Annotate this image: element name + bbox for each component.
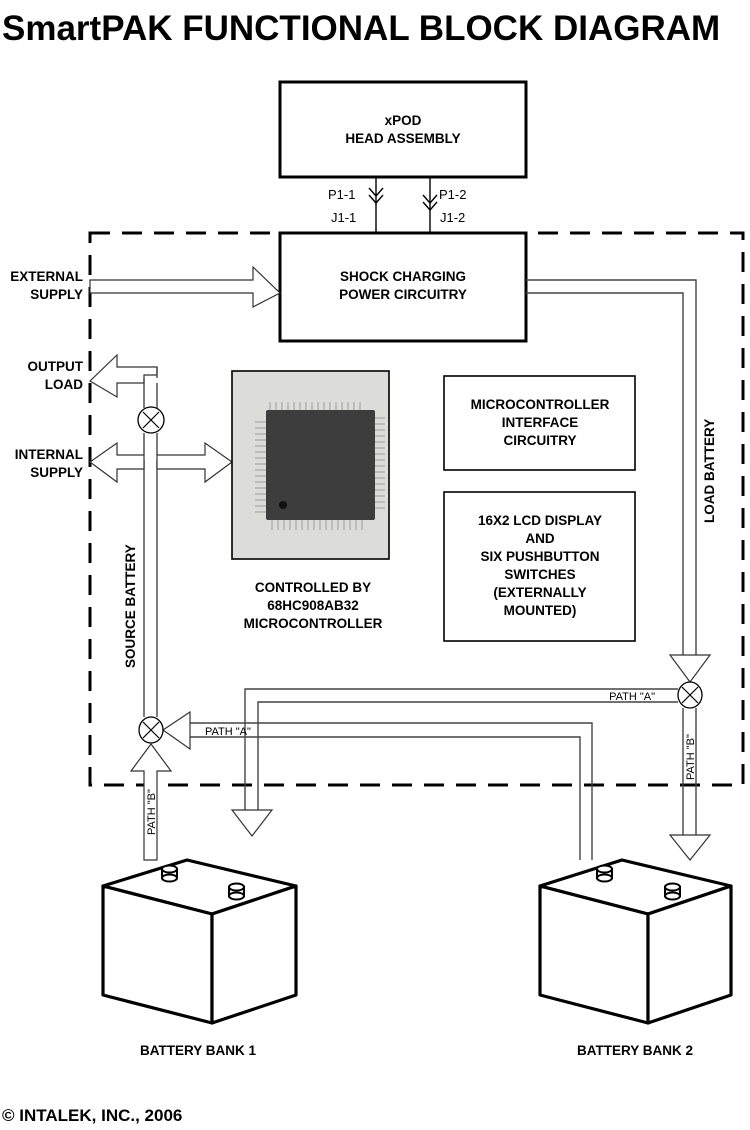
svg-text:16X2 LCD DISPLAY: 16X2 LCD DISPLAY (478, 513, 602, 528)
shock-charging-label: SHOCK CHARGING (340, 269, 466, 284)
svg-text:SWITCHES: SWITCHES (504, 567, 575, 582)
xpod-label: xPOD (385, 113, 422, 128)
xpod-head-assembly-block: xPOD HEAD ASSEMBLY (278, 80, 528, 179)
internal-supply-arrow: INTERNAL SUPPLY (15, 441, 234, 484)
svg-text:AND: AND (525, 531, 554, 546)
path-a-to-bank1: PATH "A" (230, 688, 678, 837)
supply-label: SUPPLY (30, 287, 83, 302)
microcontroller-caption: CONTROLLED BY 68HC908AB32 MICROCONTROLLE… (244, 580, 383, 631)
top-left-mux-junction (137, 383, 165, 455)
connector-p1-j1: P1-1 P1-2 J1-1 J1-2 (328, 177, 466, 233)
source-battery-label: SOURCE BATTERY (123, 544, 138, 668)
path-a-label-right: PATH "A" (609, 691, 655, 703)
path-b-label-right: PATH "B" (685, 734, 697, 780)
p1-1-label: P1-1 (328, 187, 355, 202)
battery-bank-2-label: BATTERY BANK 2 (577, 1043, 693, 1058)
battery-bank-1-label: BATTERY BANK 1 (140, 1043, 257, 1058)
head-assembly-label: HEAD ASSEMBLY (345, 131, 460, 146)
path-b-to-bank2: PATH "B" (668, 708, 712, 861)
p1-2-label: P1-2 (439, 187, 466, 202)
external-label: EXTERNAL (10, 269, 83, 284)
mcu-interface-block: MICROCONTROLLER INTERFACE CIRCUITRY (443, 375, 636, 471)
load-battery-path: LOAD BATTERY (526, 279, 717, 684)
path-b-label-left: PATH "B" (146, 789, 158, 835)
connector-chevron-icon (368, 187, 384, 198)
battery-bank-2-icon: BATTERY BANK 2 (538, 858, 733, 1058)
battery-terminal-icon (664, 882, 681, 901)
power-circuitry-label: POWER CIRCUITRY (339, 287, 467, 302)
svg-text:CIRCUITRY: CIRCUITRY (504, 433, 577, 448)
external-supply-arrow: EXTERNAL SUPPLY (10, 265, 282, 308)
lcd-display-block: 16X2 LCD DISPLAY AND SIX PUSHBUTTON SWIT… (443, 491, 636, 642)
connector-chevron-icon (422, 201, 438, 212)
copyright-notice: © INTALEK, INC., 2006 (2, 1106, 182, 1125)
svg-text:CONTROLLED BY: CONTROLLED BY (255, 580, 371, 595)
output-load-arrow: OUTPUT LOAD (28, 353, 158, 399)
path-a-label-left: PATH "A" (205, 726, 251, 738)
svg-text:(EXTERNALLY: (EXTERNALLY (493, 585, 586, 600)
svg-text:INTERFACE: INTERFACE (502, 415, 579, 430)
shock-charging-block: SHOCK CHARGING POWER CIRCUITRY (278, 231, 528, 343)
svg-text:MICROCONTROLLER: MICROCONTROLLER (471, 397, 610, 412)
connector-chevron-icon (368, 194, 384, 205)
chip-pin1-dot (279, 501, 287, 509)
diagram-title: SmartPAK FUNCTIONAL BLOCK DIAGRAM (2, 9, 720, 48)
internal-supply-label: SUPPLY (30, 465, 83, 480)
path-a-from-bank2: PATH "A" (161, 710, 593, 860)
j1-2-label: J1-2 (440, 210, 465, 225)
j1-1-label: J1-1 (331, 210, 356, 225)
chip-pins (255, 402, 385, 530)
battery-terminal-icon (161, 864, 178, 883)
svg-text:MOUNTED): MOUNTED) (504, 603, 577, 618)
battery-bank-1-icon: BATTERY BANK 1 (101, 858, 298, 1058)
chip-body (266, 410, 375, 520)
battery-terminal-icon (228, 882, 245, 901)
load-battery-label: LOAD BATTERY (702, 419, 717, 523)
left-mux-junction (138, 716, 164, 744)
source-battery-path: SOURCE BATTERY (123, 460, 158, 717)
battery-terminal-icon (596, 864, 613, 883)
svg-text:SIX PUSHBUTTON: SIX PUSHBUTTON (480, 549, 599, 564)
internal-label: INTERNAL (15, 447, 83, 462)
path-b-from-bank1: PATH "B" (129, 742, 173, 861)
microcontroller-chip-image (231, 370, 390, 560)
output-label: OUTPUT (28, 359, 84, 374)
right-mux-junction (677, 681, 703, 709)
connector-chevron-icon (422, 194, 438, 205)
load-label: LOAD (45, 377, 83, 392)
svg-text:68HC908AB32: 68HC908AB32 (267, 598, 359, 613)
svg-text:MICROCONTROLLER: MICROCONTROLLER (244, 616, 383, 631)
